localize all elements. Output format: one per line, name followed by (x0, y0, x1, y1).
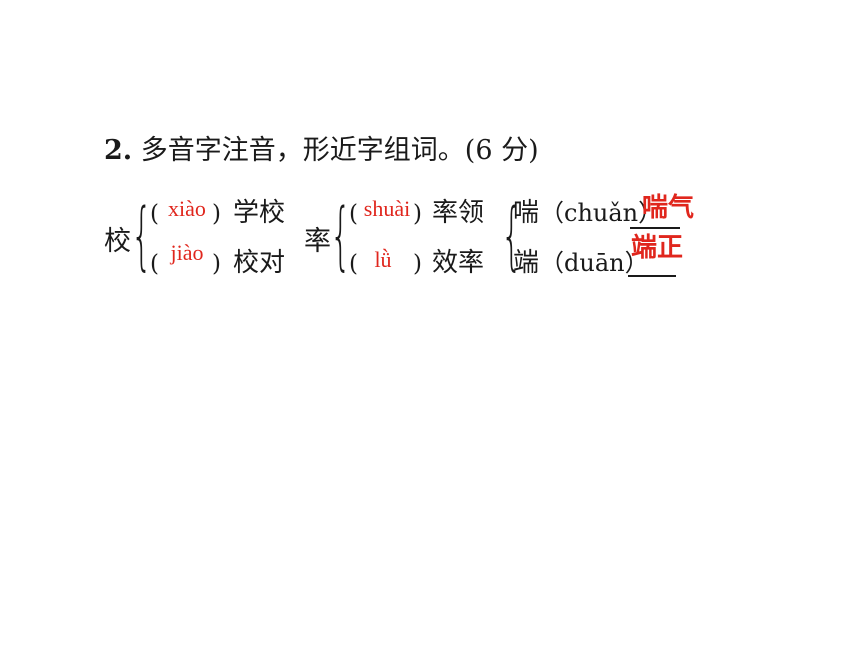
group3-row2-reading: （duān） (540, 249, 649, 277)
group1-row1-word: 学校 (233, 198, 286, 228)
group2-row2-word: 效率 (432, 248, 485, 278)
group1-row2-open-paren: ( (150, 251, 159, 277)
group3-row1-blank (630, 227, 680, 229)
group1-brace: { (131, 193, 153, 279)
group1-row2-close-paren: ) (212, 251, 221, 277)
group3-row2-blank (628, 275, 676, 277)
group3-row2-char: 端 (513, 248, 540, 278)
question-title: 2. 多音字注音，形近字组词。(6 分) (104, 133, 539, 169)
group3-row1-char: 喘 (513, 198, 540, 228)
group1-row1-pinyin[interactable]: xiào (168, 196, 206, 221)
group1-row2-word: 校对 (233, 248, 286, 278)
group3-row1-reading: （chuǎn） (540, 199, 663, 227)
group2-row1-pinyin[interactable]: shuài (363, 196, 411, 221)
group2-brace: { (330, 193, 352, 279)
group1-row2-pinyin[interactable]: jiào (170, 240, 204, 265)
group2-row2-pinyin[interactable]: lǜ (374, 247, 392, 272)
group3-brace: { (501, 193, 523, 279)
group2-row1-close-paren: ) (413, 201, 422, 227)
question-number: 2. (104, 135, 133, 166)
group2-row1-open-paren: ( (349, 201, 358, 227)
group2-char: 率 (304, 226, 331, 257)
group2-row1-word: 率领 (432, 198, 485, 228)
question-text: 多音字注音，形近字组词。(6 分) (140, 135, 539, 166)
group1-row1-close-paren: ) (212, 201, 221, 227)
group1-row1-open-paren: ( (150, 201, 159, 227)
group2-row2-open-paren: ( (349, 251, 358, 277)
group3-row2-answer[interactable]: 端正 (631, 233, 684, 263)
group1-char: 校 (104, 226, 131, 257)
group3-row1-answer[interactable]: 喘气 (642, 193, 695, 223)
group2-row2-close-paren: ) (413, 251, 422, 277)
